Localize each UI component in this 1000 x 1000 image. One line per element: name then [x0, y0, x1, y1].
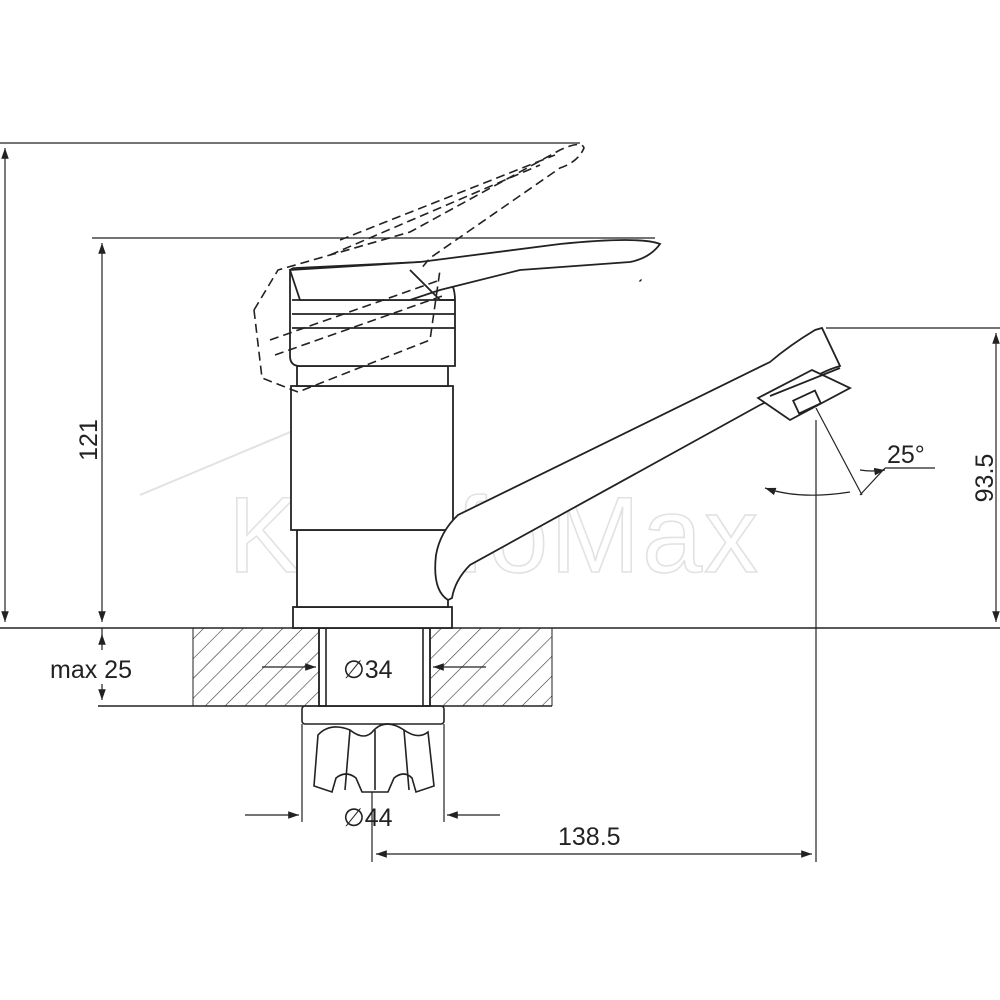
lever-handle: [288, 239, 662, 301]
angle-arc: [764, 487, 851, 496]
aerator-edge: [769, 367, 841, 397]
faucet-body: [289, 261, 456, 629]
countertop: [0, 627, 1000, 707]
label-138-5: 138.5: [558, 823, 621, 851]
washer: [301, 705, 445, 725]
cap-open-groove-2: [274, 294, 446, 356]
lower-body: [296, 529, 449, 608]
mid-body: [290, 385, 454, 531]
cap-open-groove-1: [269, 279, 441, 341]
angle-leader: [859, 467, 886, 496]
label-25-degrees: 25°: [887, 441, 925, 469]
lever-open-inner-2: [339, 154, 556, 241]
label-d34: ∅34: [343, 656, 393, 684]
nut-ridge-3: [403, 729, 410, 791]
spout: [434, 326, 853, 602]
dimension-labels: 121 93.5 max 25 ∅34 ∅44 138.5 25°: [50, 419, 999, 851]
lever-handle-open: [253, 143, 585, 311]
angle-arc-right: [859, 467, 886, 476]
label-93-5: 93.5: [971, 454, 999, 503]
lever-joint: [409, 269, 455, 301]
nut: [313, 723, 435, 794]
nut-ridge-1: [344, 729, 351, 791]
dimensions: [0, 142, 1000, 862]
angle-leg: [815, 407, 863, 496]
label-d44: ∅44: [343, 804, 393, 832]
handle-closed: [288, 239, 662, 301]
label-121: 121: [75, 419, 103, 461]
base-ring: [292, 606, 453, 629]
handle-open-dashed: [253, 143, 585, 393]
spout-arm: [434, 326, 842, 602]
label-max-25: max 25: [50, 656, 132, 684]
mounting-assembly: [301, 627, 445, 794]
lever-tip-mark: [638, 278, 643, 283]
cap-open-outline: [253, 269, 441, 393]
lever-open-inner-1: [329, 164, 541, 256]
aerator-outlet: [791, 389, 823, 415]
